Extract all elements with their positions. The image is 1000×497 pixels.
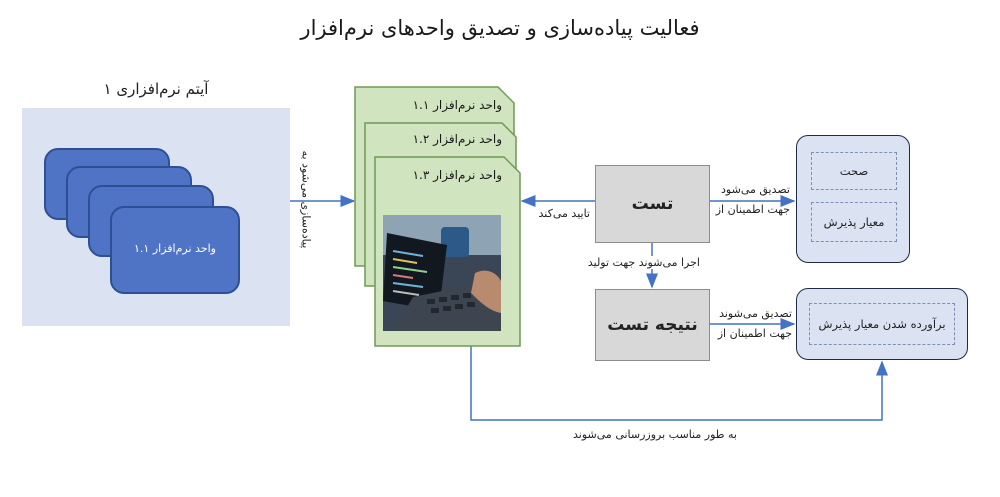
test-label: تست [631, 194, 674, 214]
criteria-acceptance: معیار پذیرش [811, 202, 897, 242]
result-criteria-box: برآورده شدن معیار پذیرش [796, 288, 968, 360]
criteria-box: صحت معیار پذیرش [796, 135, 910, 263]
edge-label-executed: اجرا می‌شوند جهت تولید [560, 256, 700, 269]
laptop-photo [383, 215, 501, 331]
edge-label-result-verify-1: تصدیق می‌شوند [719, 307, 792, 320]
edge-label-approves: تایید می‌کند [538, 207, 590, 220]
edge-label-implemented: پیاده‌سازی می‌شود به [299, 150, 313, 249]
unit-card-label: واحد نرم‌افزار ۱.۱ [134, 242, 216, 255]
edge-label-result-verify-2: جهت اطمینان از [717, 327, 792, 340]
unit-card-front: واحد نرم‌افزار ۱.۱ [110, 206, 240, 294]
laptop-image [383, 215, 501, 331]
diagram-title: فعالیت پیاده‌سازی و تصدیق واحدهای نرم‌اف… [300, 16, 700, 40]
criteria-correctness: صحت [811, 152, 897, 190]
criteria-acceptance-label: معیار پذیرش [823, 215, 885, 229]
document-label-3: واحد نرم‌افزار ۱.۳ [412, 168, 502, 182]
result-criteria-inner: برآورده شدن معیار پذیرش [809, 303, 955, 345]
edge-label-test-verify-2: جهت اطمینان از [715, 203, 790, 216]
criteria-correctness-label: صحت [839, 164, 869, 178]
edge-label-update: به طور مناسب بروزرسانی می‌شوند [573, 428, 737, 441]
edge-label-test-verify-1: تصدیق می‌شود [721, 183, 790, 196]
result-criteria-label: برآورده شدن معیار پذیرش [818, 317, 946, 331]
test-box: تست [595, 165, 710, 243]
arrow-update [470, 342, 888, 421]
document-label-2: واحد نرم‌افزار ۱.۲ [412, 132, 502, 146]
document-label-1: واحد نرم‌افزار ۱.۱ [412, 98, 502, 112]
test-result-label: نتیجه تست [607, 315, 698, 335]
software-item-title: آیتم نرم‌افزاری ۱ [103, 80, 209, 98]
test-result-box: نتیجه تست [595, 289, 710, 361]
